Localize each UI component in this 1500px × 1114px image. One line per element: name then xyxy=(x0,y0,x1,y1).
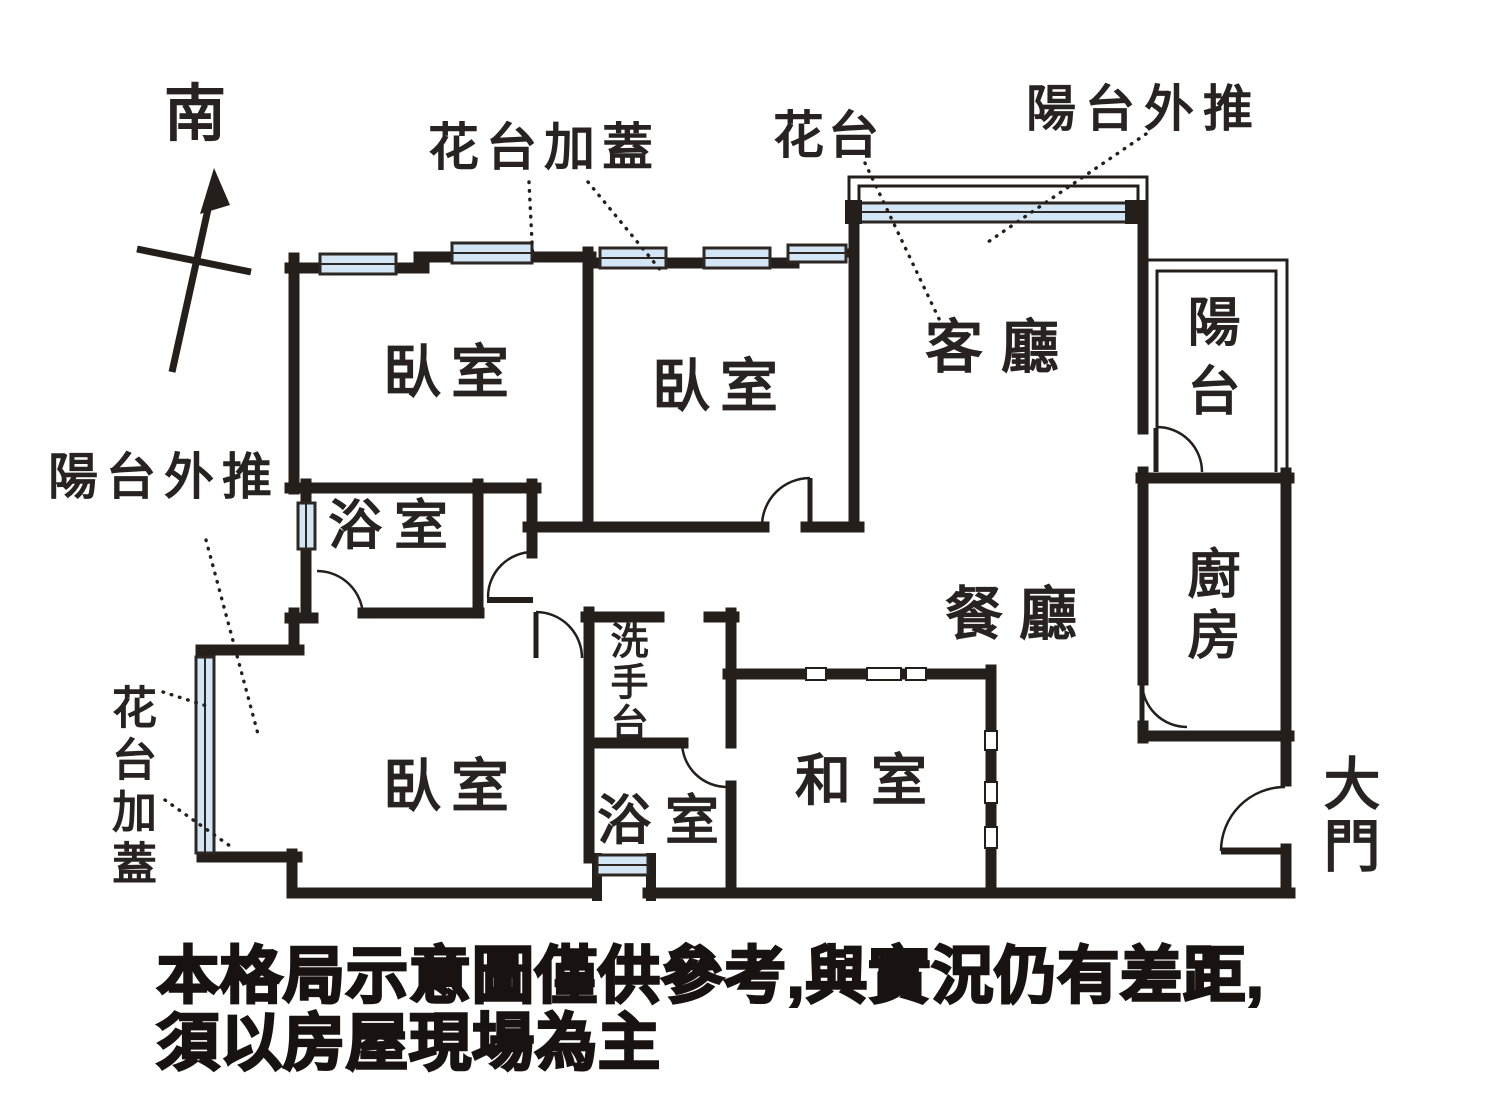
room-label-kitchen: 廚房 xyxy=(1180,546,1239,668)
room-label-washbasin: 洗手台 xyxy=(604,621,646,744)
room-label-tatami: 和室 xyxy=(795,749,947,812)
sliding-marker xyxy=(866,667,902,681)
compass-south-label: 南 xyxy=(164,80,227,149)
sliding-marker xyxy=(905,667,927,681)
main-door-arc xyxy=(1219,785,1286,852)
doors xyxy=(316,425,1290,855)
door-arc xyxy=(316,569,365,618)
pointer-left-balcony-pushed xyxy=(204,538,260,736)
room-label-balcony: 陽台 xyxy=(1180,294,1239,432)
window-caps xyxy=(845,200,1148,224)
door-arc xyxy=(535,610,584,659)
pointer-top-flower-covered-2 xyxy=(586,180,664,274)
main-door-label: 大門 xyxy=(1315,754,1379,878)
annotation-left-balcony-pushed: 陽台外推 xyxy=(48,449,280,505)
room-label-dining: 餐廳 xyxy=(945,582,1094,647)
door-arc xyxy=(1156,425,1204,473)
balcony-inner-outline xyxy=(1155,269,1278,472)
disclaimer-line1: 本格局示意圖僅供參考,與實況仍有差距, xyxy=(156,942,1265,1011)
sliding-marker xyxy=(984,730,998,751)
room-label-bedroom1: 臥室 xyxy=(383,340,520,405)
room-label-bedroom3: 臥室 xyxy=(383,754,520,819)
door-arc xyxy=(1140,681,1188,729)
pointer-lines xyxy=(161,132,1148,848)
room-label-bath1: 浴室 xyxy=(328,496,460,556)
sliding-marker xyxy=(984,826,998,849)
room-label-living: 客廳 xyxy=(925,315,1078,380)
compass-crossbar xyxy=(136,245,252,276)
annotation-top-flower-covered: 花台加蓋 xyxy=(428,119,661,176)
annotation-left-flower-covered: 花台加蓋 xyxy=(105,684,156,892)
window-midlines xyxy=(204,211,1130,866)
pointer-left-flower-covered-1 xyxy=(161,690,212,709)
sliding-marker xyxy=(805,667,827,681)
pointer-top-flower xyxy=(863,161,952,344)
flower-platform-inner-outline xyxy=(857,184,1140,206)
room-label-bath2: 浴室 xyxy=(597,791,733,851)
annotation-top-balcony-pushed: 陽台外推 xyxy=(1026,81,1262,137)
annotation-top-flower: 花台 xyxy=(773,107,884,164)
door-arc xyxy=(680,741,728,789)
door-arc xyxy=(486,550,534,598)
door-arc xyxy=(760,476,811,527)
disclaimer-line2: 須以房屋現場為主 xyxy=(156,1009,662,1078)
pointer-top-balcony-pushed xyxy=(986,132,1148,244)
balcony-outer-outline xyxy=(1148,258,1289,472)
sliding-door-markers xyxy=(805,667,998,849)
room-label-bedroom2: 臥室 xyxy=(652,354,789,419)
compass-needle xyxy=(168,181,218,373)
window-cap xyxy=(845,200,862,224)
compass-arrowhead-icon xyxy=(200,168,230,214)
window-cap xyxy=(1125,200,1148,224)
sliding-marker xyxy=(984,781,998,804)
compass-arrow xyxy=(136,168,252,373)
